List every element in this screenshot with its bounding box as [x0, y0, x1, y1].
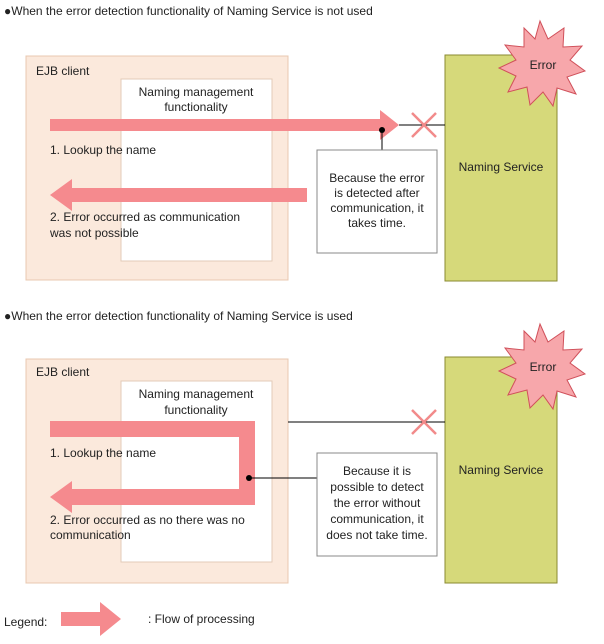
section2-step2-label-1: 2. Error occurred as no there was no: [50, 513, 245, 527]
section2-note-line3: the error without: [334, 496, 421, 510]
section1-step1-label: 1. Lookup the name: [50, 143, 156, 157]
section2-note-box: [316, 452, 438, 557]
legend-flow-arrow: [61, 602, 121, 636]
section2-lookup-return-arrow: [50, 421, 255, 513]
section1-step2-label-2: was not possible: [49, 226, 139, 240]
section2-note-line2: possible to detect: [330, 480, 424, 494]
section2-note-line4: communication, it: [330, 512, 424, 526]
section2-failure-cross-icon: [411, 409, 437, 435]
section1-note-line4: takes time.: [348, 216, 406, 230]
legend-label: Legend:: [4, 615, 47, 629]
section1-naming-service-label: Naming Service: [459, 160, 544, 174]
section1-heading: ●When the error detection functionality …: [4, 4, 373, 18]
section2-note-line1: Because it is: [343, 464, 411, 478]
section1-naming-mgmt-label-1: Naming management: [139, 85, 254, 99]
section1-lookup-arrow: [50, 110, 399, 140]
section2-step1-label: 1. Lookup the name: [50, 446, 156, 460]
section1-error-label: Error: [530, 58, 557, 72]
section1-error-burst: [497, 19, 587, 108]
section2-ejb-client-label: EJB client: [36, 365, 90, 379]
section2-error-burst: [497, 322, 587, 411]
section1-note-line3: communication, it: [330, 201, 424, 215]
section1-note-line1: Because the error: [329, 171, 424, 185]
section1-note-line2: is detected after: [334, 186, 419, 200]
section2-heading: ●When the error detection functionality …: [4, 309, 353, 323]
section1-ejb-client-label: EJB client: [36, 64, 90, 78]
section2-step2-label-2: communication: [50, 528, 131, 542]
section2-naming-mgmt-label-1: Naming management: [139, 387, 254, 401]
section2-error-label: Error: [530, 360, 557, 374]
section1-naming-mgmt-label-2: functionality: [164, 100, 227, 114]
section1-failure-cross-icon: [411, 112, 437, 138]
legend-description: : Flow of processing: [148, 612, 255, 626]
section2-naming-service-label: Naming Service: [459, 463, 544, 477]
section2-naming-mgmt-label-2: functionality: [164, 403, 227, 417]
section1-error-arrow: [50, 179, 307, 211]
section1-naming-mgmt-box: [120, 78, 273, 262]
section1-note-box: [316, 149, 438, 254]
section2-note-line5: does not take time.: [326, 528, 427, 542]
section1-step2-label-1: 2. Error occurred as communication: [50, 210, 240, 224]
